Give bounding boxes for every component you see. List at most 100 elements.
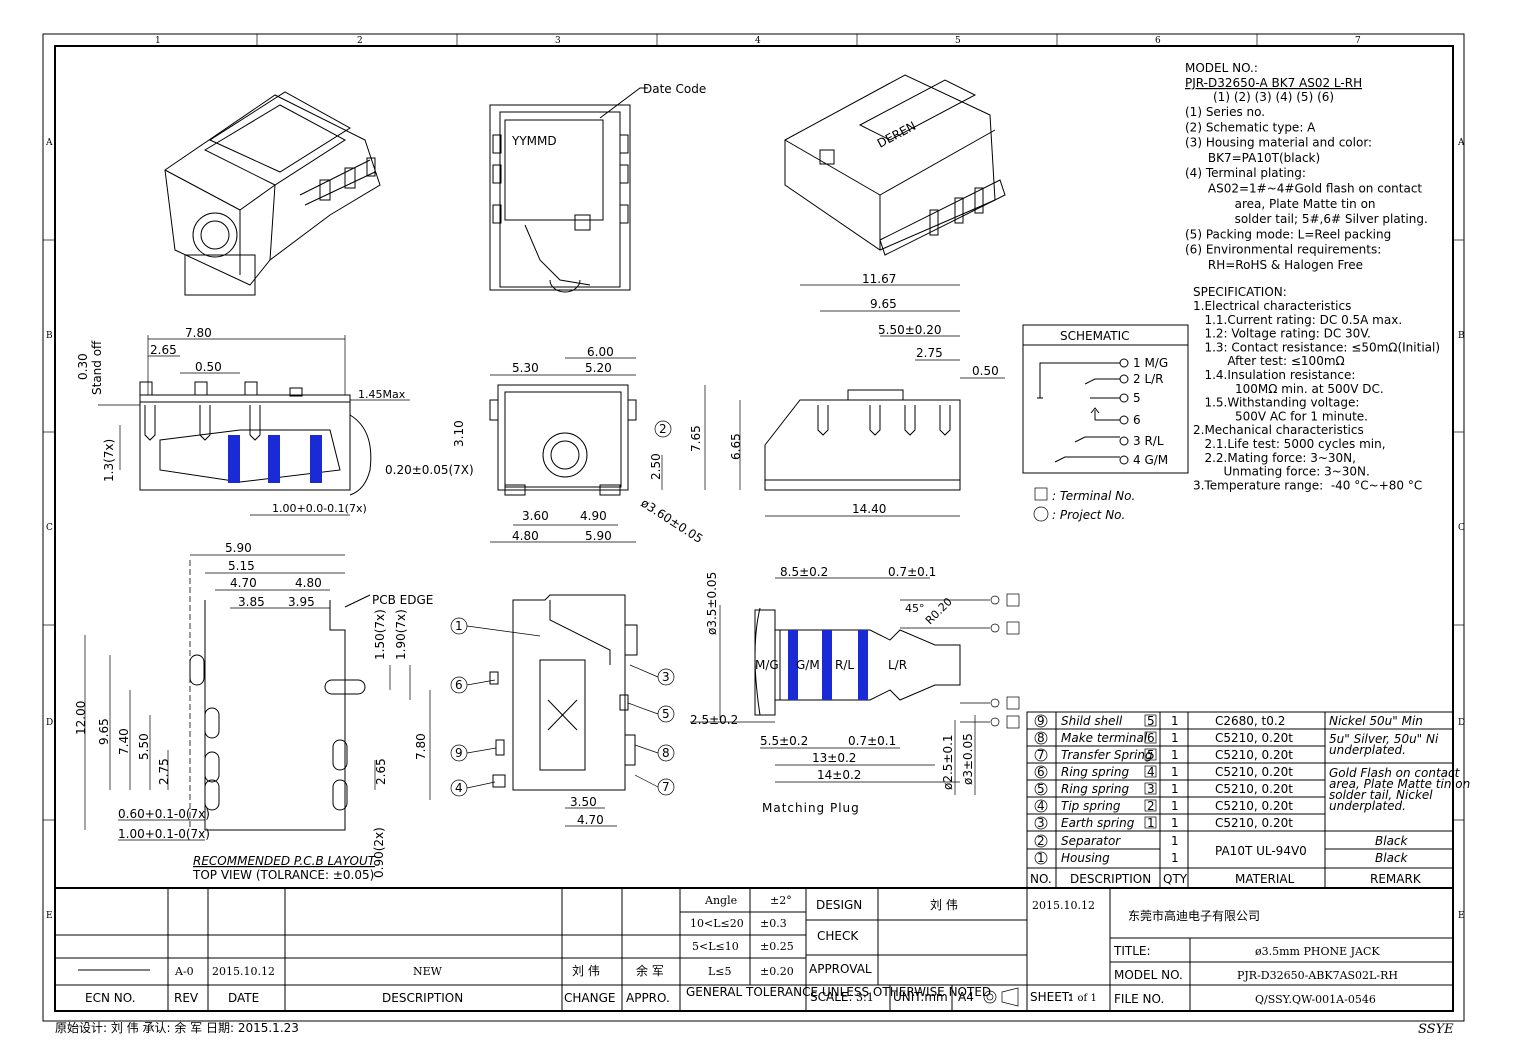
spec-line: 500V AC for 1 minute. [1193, 409, 1368, 423]
band-rl: R/L [835, 658, 854, 672]
row-d: D [46, 718, 53, 728]
dim-9-65: 9.65 [870, 297, 897, 311]
dim-0-90: 0.90(2x) [372, 827, 386, 878]
paper-label: A4 [958, 990, 974, 1004]
dim-2-65: 2.65 [150, 343, 177, 357]
pcb-dims [84, 554, 431, 841]
bom-qty: 1 [1171, 748, 1179, 762]
h-appro: APPRO. [626, 991, 670, 1005]
dim-0-50-right: 0.50 [972, 364, 999, 378]
spec-line: 100MΩ min. at 500V DC. [1193, 382, 1384, 396]
dim-0-50: 0.50 [195, 360, 222, 374]
dim-45: 45° [905, 602, 925, 615]
bom-no-circle [1034, 851, 1048, 865]
bom-h-desc: DESCRIPTION [1070, 872, 1151, 886]
spec-line: 1.1.Current rating: DC 0.5A max. [1193, 313, 1402, 327]
bom-desc: Ring spring [1061, 782, 1129, 796]
bom-desc: Ring spring [1061, 765, 1129, 779]
row-e: E [46, 911, 53, 921]
design-date: 2015.10.12 [1032, 899, 1095, 912]
row-c-right: C [1458, 523, 1465, 533]
tol-3-value: ±0.20 [760, 965, 794, 978]
rev-desc: NEW [413, 965, 443, 978]
rev-value: A-0 [174, 965, 194, 978]
row-a: A [45, 138, 53, 148]
bom-table [1026, 711, 1454, 889]
svg-text:6: 6 [455, 678, 463, 692]
spec-line: 1.2: Voltage rating: DC 30V. [1193, 327, 1371, 341]
bom-remark: Black [1375, 834, 1409, 848]
model-item: area, Plate Matte tin on [1185, 197, 1376, 211]
model-item: (1) Series no. [1185, 105, 1265, 119]
frame-ticks [43, 34, 1464, 821]
dim-7-40: 7.40 [117, 728, 131, 755]
bom-remark-line: underplated. [1329, 799, 1406, 813]
bom-material: PA10T UL-94V0 [1215, 844, 1307, 858]
dim-7-80-pcb: 7.80 [414, 733, 428, 760]
rev-appro: 余 军 [636, 963, 664, 978]
bom-desc: Shild shell [1061, 714, 1123, 728]
col-7: 7 [1355, 36, 1361, 46]
callout-2-front-text: 2 [659, 422, 667, 436]
dim-5-5: 5.5±0.2 [760, 734, 808, 748]
bom-desc: Earth spring [1061, 816, 1135, 830]
h-desc: DESCRIPTION [382, 991, 463, 1005]
tol-2-label: 5<L≤10 [692, 940, 739, 953]
bom-no-circle [1034, 765, 1048, 779]
bom-qty: 1 [1171, 834, 1179, 848]
svg-text:4: 4 [455, 781, 463, 795]
dim-9-65-pcb: 9.65 [97, 718, 111, 745]
date-code-label: Date Code [643, 82, 706, 96]
band-gm: G/M [796, 658, 820, 672]
bom-no-circle [1034, 834, 1048, 848]
dim-0-7: 0.7±0.1 [888, 565, 936, 579]
date-code-text: YYMMD [511, 134, 557, 148]
dim-14: 14±0.2 [817, 768, 861, 782]
bom-desc: Tip spring [1061, 799, 1121, 813]
front-dims [490, 357, 706, 543]
bom-no: 8 [1037, 731, 1045, 745]
h-rev: REV [174, 991, 199, 1005]
rev-date: 2015.10.12 [212, 965, 275, 978]
bom-no: 1 [1037, 851, 1045, 865]
tol-1-value: ±0.3 [760, 917, 787, 930]
dim-7-65: 7.65 [689, 425, 703, 452]
dim-4-80: 4.80 [512, 529, 539, 543]
side-view [98, 381, 372, 496]
dim-dia-3-5: ø3.5±0.05 [705, 572, 719, 635]
terminal-symbol [1034, 487, 1048, 501]
bom-material: C5210, 0.20t [1215, 799, 1293, 813]
bottom-view [489, 594, 638, 791]
bom-remark-line: underplated. [1329, 743, 1406, 757]
plug-band-1 [788, 630, 798, 700]
callout-2-front [654, 420, 672, 438]
model-item: (4) Terminal plating: [1185, 166, 1306, 180]
h-date: DATE [228, 991, 259, 1005]
svg-text:7: 7 [662, 780, 670, 794]
right-dims [739, 284, 1005, 517]
bom-header: NO. DESCRIPTION QTY MATERIAL REMARK [1030, 872, 1422, 886]
spec-line: After test: ≤100mΩ [1193, 354, 1345, 368]
model-label: MODEL NO. [1114, 968, 1183, 982]
bom-material: C5210, 0.20t [1215, 748, 1293, 762]
design-label: DESIGN [816, 898, 862, 912]
bom-material: C5210, 0.20t [1215, 731, 1293, 745]
bom-remark-line: area, Plate Matte tin on [1329, 777, 1470, 791]
title-block-grid [54, 887, 1454, 1012]
row-c: C [46, 523, 53, 533]
pcb-edge-label: PCB EDGE [372, 593, 433, 607]
bom-desc: Transfer Spring [1061, 748, 1153, 762]
row-d-right: D [1458, 718, 1465, 728]
dim-2-75-pcb: 2.75 [157, 758, 171, 785]
dim-5-50: 5.50±0.20 [878, 323, 942, 337]
tol-1-label: 10<L≤20 [690, 917, 744, 930]
bom-remark-line: Gold Flash on contact [1329, 766, 1461, 780]
model-index: (1) (2) (3) (4) (5) (6) [1213, 90, 1334, 104]
svg-text:9: 9 [455, 746, 463, 760]
bom-desc: Housing [1061, 851, 1110, 865]
model-item: (5) Packing mode: L=Reel packing [1185, 227, 1391, 241]
dim-3-60: 3.60 [522, 509, 549, 523]
spec-line: 2.1.Life test: 5000 cycles min, [1193, 437, 1386, 451]
dim-5-50-pcb: 5.50 [137, 733, 151, 760]
